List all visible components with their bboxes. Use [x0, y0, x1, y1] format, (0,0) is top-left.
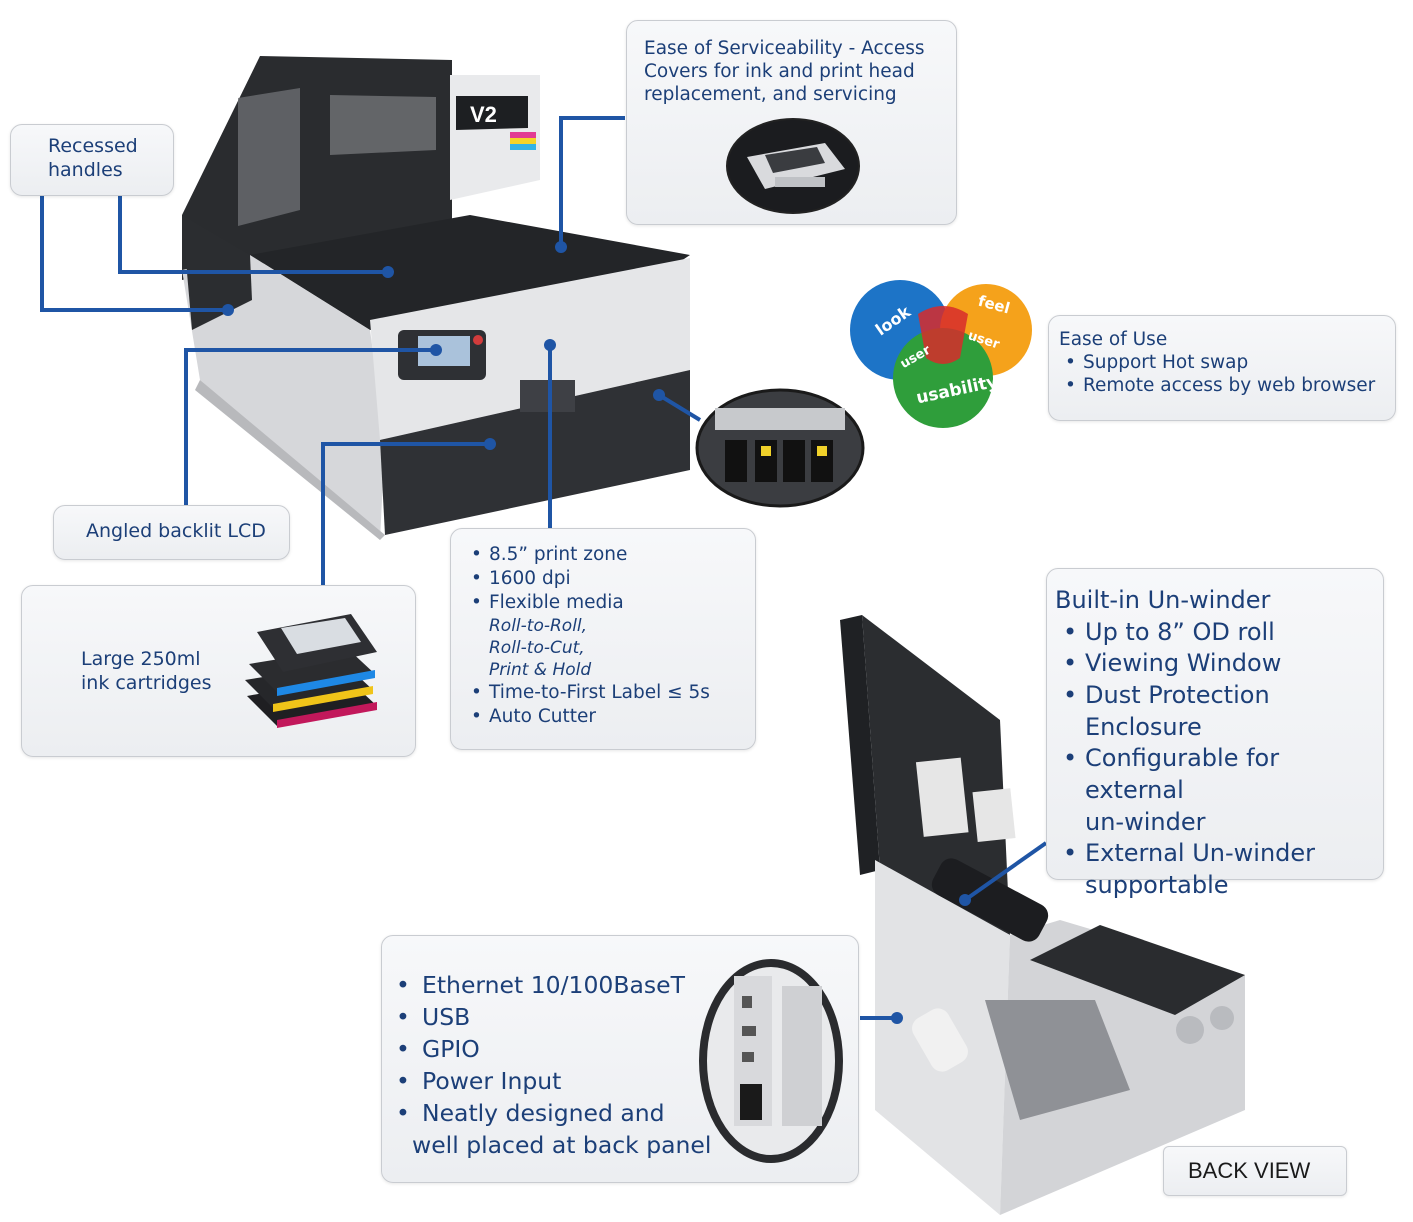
unwinder-item: Viewing Window	[1063, 648, 1383, 680]
print-spec-item: Auto Cutter	[471, 705, 710, 729]
unwinder-item: Up to 8” OD roll	[1063, 617, 1383, 649]
unwinder-item: Configurable for external	[1063, 743, 1383, 806]
unwinder-item-cont: Enclosure	[1085, 712, 1202, 741]
connectivity-text: Ethernet 10/100BaseT USB GPIO Power Inpu…	[396, 970, 711, 1162]
usability-venn-graphic: look feel user user usability	[850, 280, 1032, 428]
connectivity-item: USB	[396, 1002, 711, 1034]
connectivity-item: Power Input	[396, 1066, 711, 1098]
connectivity-item: GPIO	[396, 1034, 711, 1066]
media-type-item: Roll-to-Cut,	[489, 638, 585, 659]
callout-unwinder: Built-in Un-winder Up to 8” OD roll View…	[1046, 568, 1384, 899]
ink-cartridges-label: Large 250ml ink cartridges	[81, 648, 212, 696]
print-spec-item: Time-to-First Label ≤ 5s	[471, 681, 710, 705]
ink-bay-photo	[695, 388, 865, 508]
unwinder-title: Built-in Un-winder	[1055, 586, 1271, 614]
back-panel-photo	[699, 959, 843, 1163]
ink-cartridges-line1: Large 250ml	[81, 648, 201, 670]
ink-cartridges-image	[245, 614, 377, 728]
callout-serviceability: Ease of Serviceability - Access Covers f…	[626, 20, 957, 225]
print-spec-item: 1600 dpi	[471, 567, 710, 591]
ease-of-use-item: Remote access by web browser	[1065, 374, 1375, 397]
unwinder-item-cont: supportable	[1085, 871, 1229, 900]
callout-recessed-handles: Recessed handles	[10, 124, 174, 196]
recessed-handles-label: Recessed handles	[48, 135, 138, 183]
connectivity-item-cont: well placed at back panel	[412, 1130, 712, 1159]
serviceability-text: Ease of Serviceability - Access Covers f…	[644, 37, 924, 106]
back-view-label: BACK VIEW	[1188, 1158, 1311, 1183]
print-specs-text: 8.5” print zone 1600 dpi Flexible media …	[471, 543, 710, 730]
callout-ease-of-use: Ease of Use Support Hot swap Remote acce…	[1048, 315, 1396, 421]
serviceability-line2: Covers for ink and print head	[644, 61, 915, 83]
connectivity-item: Ethernet 10/100BaseT	[396, 970, 711, 1002]
print-spec-item: Flexible media	[471, 591, 710, 615]
callout-print-specs: 8.5” print zone 1600 dpi Flexible media …	[450, 528, 756, 750]
ease-of-use-text: Ease of Use Support Hot swap Remote acce…	[1059, 328, 1375, 398]
unwinder-text: Built-in Un-winder Up to 8” OD roll View…	[1055, 585, 1383, 902]
print-spec-item: 8.5” print zone	[471, 543, 710, 567]
serviceability-line3: replacement, and servicing	[644, 84, 897, 106]
unwinder-item: Dust Protection	[1063, 680, 1383, 712]
back-view-label-box: BACK VIEW	[1163, 1146, 1347, 1196]
serviceability-line1: Ease of Serviceability - Access	[644, 38, 925, 59]
recessed-handles-line2: handles	[48, 158, 123, 181]
media-type-item: Roll-to-Roll,	[489, 616, 588, 637]
callout-connectivity: Ethernet 10/100BaseT USB GPIO Power Inpu…	[381, 935, 859, 1183]
printer-logo-text: V2	[470, 102, 497, 127]
media-type-item: Print & Hold	[489, 660, 592, 681]
callout-angled-lcd: Angled backlit LCD	[53, 505, 290, 560]
ease-of-use-title: Ease of Use	[1059, 329, 1168, 350]
printhead-photo	[726, 118, 860, 214]
ink-cartridges-line2: ink cartridges	[81, 671, 212, 694]
callout-ink-cartridges: Large 250ml ink cartridges	[21, 585, 416, 757]
recessed-handles-line1: Recessed	[48, 135, 138, 157]
connectivity-item: Neatly designed and	[396, 1098, 711, 1130]
unwinder-item-cont: un-winder	[1085, 807, 1206, 836]
unwinder-item: External Un-winder	[1063, 838, 1383, 870]
angled-lcd-label: Angled backlit LCD	[86, 520, 266, 542]
ease-of-use-item: Support Hot swap	[1065, 351, 1375, 374]
